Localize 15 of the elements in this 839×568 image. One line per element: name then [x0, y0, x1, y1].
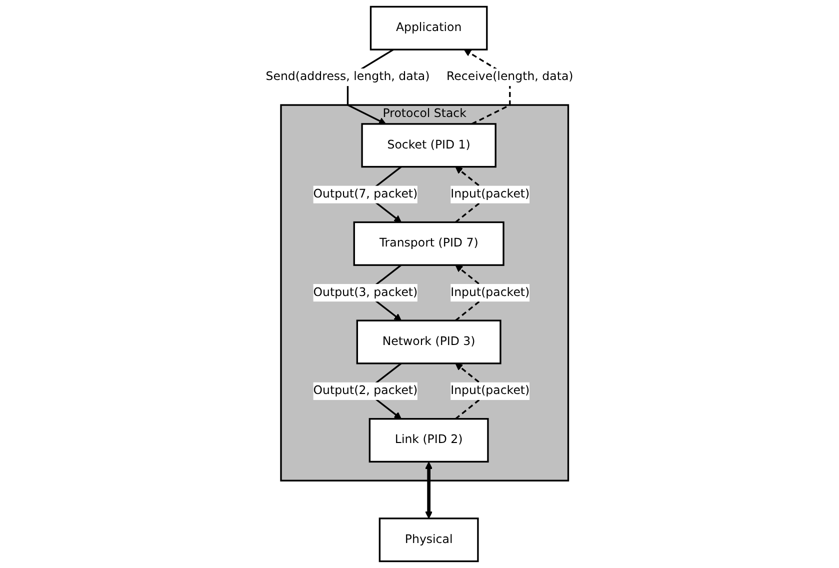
edge-label: Output(2, packet) — [313, 384, 418, 398]
node-box: Transport (PID 7) — [353, 221, 504, 266]
edge-label: Input(packet) — [450, 187, 530, 201]
node-box: Physical — [378, 518, 479, 562]
node-box: Link (PID 2) — [368, 418, 489, 463]
node-box: Network (PID 3) — [356, 320, 502, 364]
node-box: Socket (PID 1) — [361, 123, 496, 168]
edge-label: Output(3, packet) — [313, 286, 418, 300]
arrow — [425, 462, 433, 519]
edge-label: Send(address, length, data) — [266, 70, 430, 84]
edge-label: Output(7, packet) — [313, 187, 418, 201]
edge-label: Input(packet) — [450, 286, 530, 300]
edge-label: Receive(length, data) — [446, 70, 574, 84]
edge-label: Input(packet) — [450, 384, 530, 398]
node-box: Application — [370, 6, 488, 50]
